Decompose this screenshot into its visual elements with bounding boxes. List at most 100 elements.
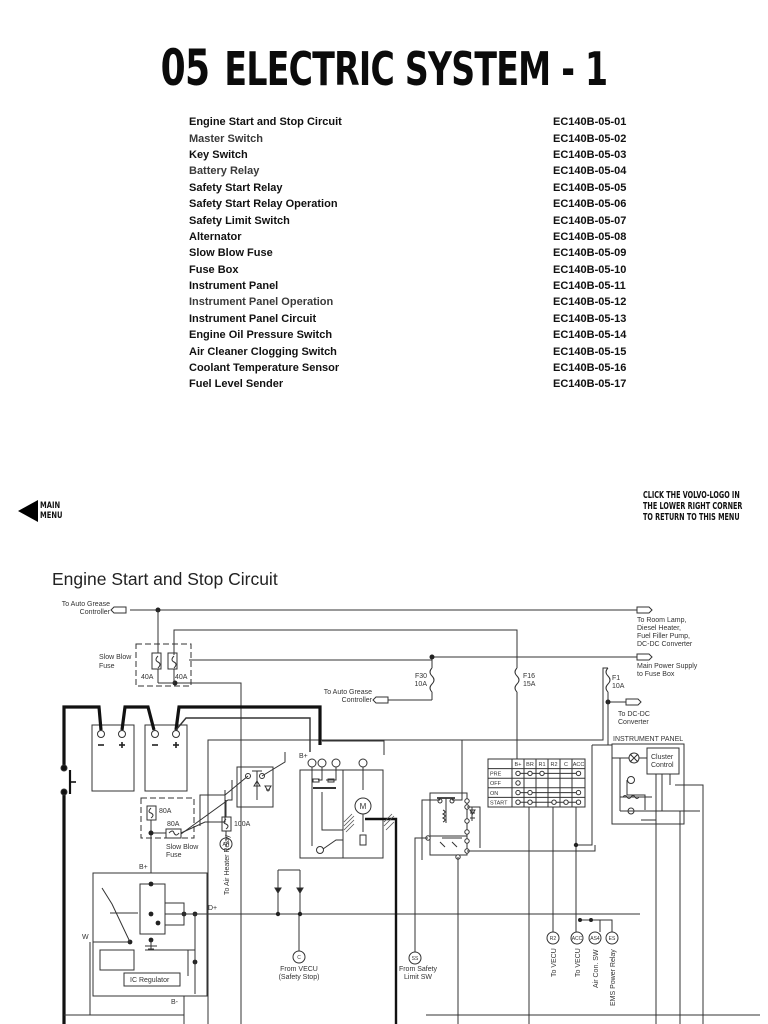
label-slow-blow-2: Fuse: [99, 663, 115, 670]
slow-blow-fuse-80a: [140, 780, 233, 868]
toc-link-label: Safety Start Relay: [189, 181, 283, 194]
label-f1-name: F1: [612, 675, 620, 682]
table-column-header: C: [564, 762, 568, 768]
label-air-heater: To Air Heater Relay: [224, 834, 231, 895]
label-cluster-2: Control: [651, 762, 674, 769]
label-dcdc-1: To DC-DC: [618, 711, 650, 718]
label-auto-grease-2a: To Auto Grease: [324, 689, 372, 696]
starter-motor: [299, 740, 398, 1024]
label-r2-tag: R2: [550, 936, 557, 942]
label-from-safety-1: From Safety: [399, 966, 438, 973]
label-from-vecu-1: From VECU: [280, 966, 318, 973]
toc-link-code: EC140B-05-04: [553, 165, 627, 178]
table-row-label: PRE: [490, 772, 502, 778]
toc-link-label: Fuse Box: [189, 263, 239, 276]
table-row-label: OFF: [490, 781, 502, 787]
label-b-plus-alt: B+: [139, 864, 148, 871]
label-motor: M: [360, 802, 367, 811]
toc-link[interactable]: Key Switch EC140B-05-03: [189, 147, 629, 163]
table-column-header: B+: [515, 762, 522, 768]
contact-point: [551, 799, 557, 805]
toc-link-code: EC140B-05-16: [553, 362, 627, 375]
label-from-vecu-2: (Safety Stop): [279, 974, 320, 981]
toc-link-label: Alternator: [189, 230, 242, 243]
toc-link-label: Key Switch: [189, 148, 248, 161]
toc-link[interactable]: Safety Start Relay EC140B-05-05: [189, 180, 629, 196]
toc-link[interactable]: Engine Oil Pressure Switch EC140B-05-14: [189, 327, 629, 343]
instrument-panel: [592, 743, 704, 1024]
label-slow-blow-lower-2: Fuse: [166, 852, 182, 859]
page-title: 05 Electric System - 1: [108, 38, 661, 99]
bus-wires: [130, 609, 637, 1024]
label-b-minus: B-: [171, 999, 179, 1006]
toc-link-label: Battery Relay: [189, 165, 260, 178]
battery-relay: [199, 752, 286, 826]
toc-link-code: EC140B-05-07: [553, 214, 627, 227]
instruction-line-3: TO RETURN TO THIS MENU: [643, 512, 740, 523]
alternator: [64, 868, 760, 1024]
fuse-f30: [429, 667, 435, 700]
diode-pair: [274, 869, 304, 917]
back-arrow-icon: [18, 500, 38, 522]
label-auto-grease-2b: Controller: [342, 697, 373, 704]
contact-point: [575, 799, 582, 805]
toc-link-label: Master Switch: [189, 132, 263, 145]
toc-link[interactable]: Coolant Temperature Sensor EC140B-05-16: [189, 360, 629, 376]
toc-link-code: EC140B-05-15: [553, 345, 627, 358]
toc-link[interactable]: Fuse Box EC140B-05-10: [189, 262, 629, 278]
label-f16-name: F16: [523, 673, 535, 680]
label-c-tag: C: [297, 955, 301, 961]
chapter-title: Electric System - 1: [224, 42, 608, 96]
toc-link-label: Safety Start Relay Operation: [189, 198, 338, 211]
toc-link-label: Engine Oil Pressure Switch: [189, 329, 333, 342]
main-menu-line-2: MENU: [40, 511, 63, 521]
label-d-plus: D+: [208, 905, 217, 912]
toc-link[interactable]: Alternator EC140B-05-08: [189, 229, 629, 245]
label-slow-blow-1: Slow Blow: [99, 654, 132, 661]
toc-link-label: Coolant Temperature Sensor: [189, 362, 340, 375]
table-row-label: ON: [490, 791, 498, 797]
main-menu-button[interactable]: MAIN MENU: [18, 500, 70, 522]
toc-link-code: EC140B-05-03: [553, 148, 627, 161]
contact-point: [575, 789, 582, 796]
chapter-number: 05: [160, 39, 210, 97]
diagram-title: Engine Start and Stop Circuit: [52, 569, 278, 589]
label-ems-relay: EMS Power Relay: [610, 949, 617, 1006]
connector-dcdc: [608, 698, 642, 706]
safety-start-relay: [414, 740, 596, 1024]
fuse-f1: [605, 667, 611, 745]
connector-main-power: [636, 653, 653, 661]
contact-point: [575, 770, 582, 777]
toc-link-code: EC140B-05-14: [553, 329, 627, 342]
label-w: W: [82, 934, 89, 941]
toc-link-code: EC140B-05-10: [553, 263, 627, 276]
instruction-line-1: CLICK THE VOLVO-LOGO IN: [643, 490, 740, 501]
slow-blow-fuse-40a: [135, 610, 192, 687]
label-to-vecu-acc: To VECU: [575, 948, 582, 977]
label-fuse-100a: 100A: [234, 821, 251, 828]
label-main-power-2: to Fuse Box: [637, 671, 675, 678]
toc-link-code: EC140B-05-05: [553, 181, 627, 194]
toc-link-label: Instrument Panel Operation: [189, 296, 334, 309]
label-instrument-panel: INSTRUMENT PANEL: [613, 736, 683, 743]
toc-link-code: EC140B-05-08: [553, 230, 627, 243]
battery-bank: [62, 705, 322, 1024]
contact-point: [563, 799, 569, 805]
toc-link[interactable]: Battery Relay EC140B-05-04: [189, 163, 629, 179]
toc-link-label: Instrument Panel Circuit: [189, 312, 317, 325]
table-column-header: BR: [526, 762, 534, 768]
toc-link-code: EC140B-05-09: [553, 247, 627, 260]
contact-point: [527, 789, 533, 796]
